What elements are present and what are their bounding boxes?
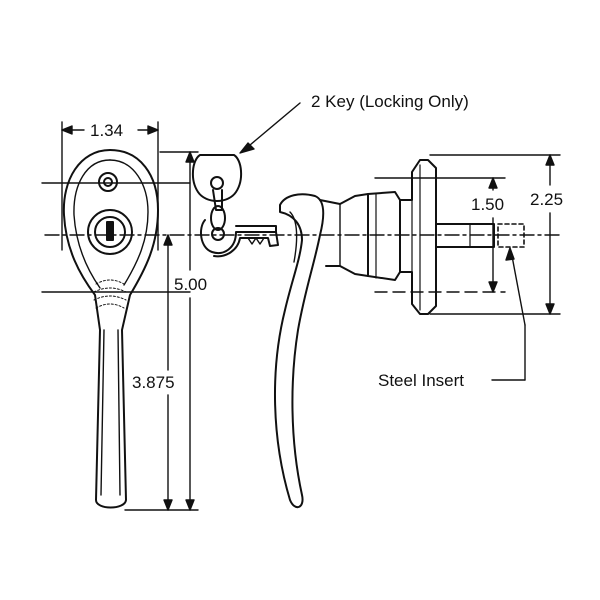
front-dimensions [61, 125, 199, 511]
front-view-handle [62, 149, 159, 509]
dimension-width-label: 1.34 [90, 121, 124, 140]
side-dimensions [374, 154, 561, 315]
keys-illustration [192, 154, 279, 258]
steel-insert-label: Steel Insert [378, 371, 464, 390]
callout-leaders [239, 102, 526, 381]
side-view-handle [274, 159, 525, 509]
key-callout-label: 2 Key (Locking Only) [311, 92, 469, 111]
dimension-total-height-label: 5.00 [174, 275, 208, 294]
dimension-spindle-long-label: 2.25 [530, 190, 564, 209]
dimension-spindle-short-label: 1.50 [471, 195, 505, 214]
dimension-handle-length-label: 3.875 [132, 373, 175, 392]
